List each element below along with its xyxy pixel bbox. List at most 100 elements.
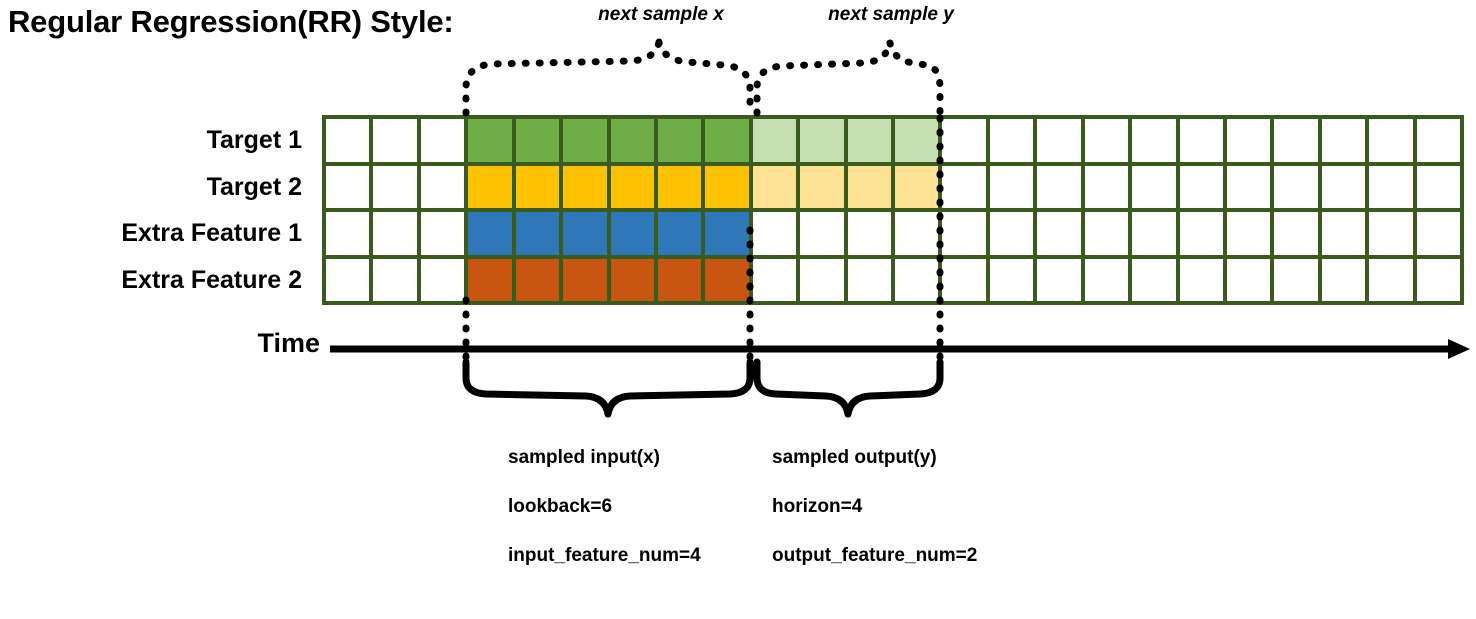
grid-cell-r1-c10 [752, 119, 797, 162]
grid-cell-r2-c16 [1037, 165, 1081, 208]
dotted-brace-y-left [753, 39, 894, 117]
grid-cell-r4-c13 [895, 258, 939, 301]
dotted-brace-x-left [462, 38, 663, 117]
grid-cell-r3-c4 [468, 212, 512, 255]
grid-cell-r1-c9 [705, 119, 749, 162]
grid-cell-r2-c6 [563, 165, 607, 208]
brace-input-right [604, 358, 754, 418]
grid-cell-r1-c4 [468, 119, 512, 162]
grid-cell-r4-c2 [373, 258, 417, 301]
grid-cell-r3-c17 [1084, 212, 1129, 255]
grid-cell-r4-c9 [705, 258, 749, 301]
caption-sampled-output: sampled output(y) horizon=4 output_featu… [772, 421, 1042, 619]
grid-cell-r1-c23 [1369, 119, 1413, 162]
grid-cell-r4-c22 [1321, 258, 1366, 301]
grid-cell-r3-c23 [1369, 212, 1413, 255]
grid-cell-r1-c22 [1321, 119, 1366, 162]
grid-cell-r1-c18 [1132, 119, 1176, 162]
grid-cell-r1-c15 [989, 119, 1034, 162]
grid-cell-r1-c19 [1179, 119, 1223, 162]
grid-cell-r3-c5 [515, 212, 560, 255]
grid-cell-r2-c19 [1179, 165, 1223, 208]
brace-input-left [462, 358, 612, 418]
caption-sampled-input: sampled input(x) lookback=6 input_featur… [508, 421, 768, 594]
grid-cell-r3-c7 [610, 212, 654, 255]
row-label-target-1: Target 1 [206, 126, 302, 155]
grid-cell-r4-c12 [847, 258, 891, 301]
grid-cell-r2-c22 [1321, 165, 1366, 208]
grid-cell-r3-c15 [989, 212, 1034, 255]
grid-cell-r2-c12 [847, 165, 891, 208]
grid-cell-r2-c18 [1132, 165, 1176, 208]
caption-output-line2: horizon=4 [772, 496, 863, 518]
grid-cell-r1-c5 [515, 119, 560, 162]
grid-cell-r4-c16 [1037, 258, 1081, 301]
caption-output-line1: sampled output(y) [772, 446, 937, 468]
page-title: Regular Regression(RR) Style: [8, 4, 454, 39]
grid-cell-r2-c21 [1274, 165, 1318, 208]
grid-cell-r3-c22 [1321, 212, 1366, 255]
grid-cell-r1-c3 [420, 119, 465, 162]
grid-cell-r4-c24 [1416, 258, 1460, 301]
grid-cell-r3-c6 [563, 212, 607, 255]
row-label-target-2: Target 2 [206, 172, 302, 201]
grid-cell-r2-c23 [1369, 165, 1413, 208]
grid-cell-r4-c21 [1274, 258, 1318, 301]
grid-cell-r4-c18 [1132, 258, 1176, 301]
caption-input-line3: input_feature_num=4 [508, 545, 701, 567]
grid-cell-r1-c7 [610, 119, 654, 162]
grid-cell-r3-c2 [373, 212, 417, 255]
caption-input-line2: lookback=6 [508, 496, 613, 518]
grid-cell-r2-c9 [705, 165, 749, 208]
time-axis-label: Time [257, 328, 320, 358]
grid-cell-r3-c11 [800, 212, 844, 255]
grid-cell-r3-c18 [1132, 212, 1176, 255]
grid-cell-r3-c3 [420, 212, 465, 255]
grid-cell-r4-c1 [326, 258, 370, 301]
grid-cell-r1-c14 [942, 119, 986, 162]
grid-cell-r2-c4 [468, 165, 512, 208]
grid-cell-r4-c7 [610, 258, 654, 301]
grid-cell-r1-c20 [1226, 119, 1271, 162]
grid-cell-r4-c15 [989, 258, 1034, 301]
grid-cell-r2-c7 [610, 165, 654, 208]
grid-cell-r2-c17 [1084, 165, 1129, 208]
grid-cell-r4-c5 [515, 258, 560, 301]
grid-cell-r3-c12 [847, 212, 891, 255]
grid-cell-r2-c5 [515, 165, 560, 208]
grid-cell-r2-c2 [373, 165, 417, 208]
brace-output-left [753, 358, 852, 418]
grid-cell-r2-c3 [420, 165, 465, 208]
grid-cell-r4-c11 [800, 258, 844, 301]
grid-cell-r4-c8 [657, 258, 702, 301]
grid-cell-r2-c24 [1416, 165, 1460, 208]
grid-cell-r4-c6 [563, 258, 607, 301]
dotted-brace-y-right [886, 39, 944, 117]
grid-cell-r4-c14 [942, 258, 986, 301]
timeseries-grid [322, 115, 1464, 305]
grid-cell-r3-c19 [1179, 212, 1223, 255]
brace-output-right [844, 358, 944, 418]
grid-cell-r3-c21 [1274, 212, 1318, 255]
label-next-sample-y: next sample y [828, 4, 954, 25]
grid-cell-r2-c11 [800, 165, 844, 208]
diagram-canvas: Regular Regression(RR) Style: next sampl… [0, 4, 1470, 566]
grid-cell-r1-c21 [1274, 119, 1318, 162]
grid-cell-r3-c16 [1037, 212, 1081, 255]
grid-cell-r4-c17 [1084, 258, 1129, 301]
grid-cell-r1-c24 [1416, 119, 1460, 162]
grid-cell-r3-c1 [326, 212, 370, 255]
grid-cell-r3-c9 [705, 212, 749, 255]
grid-cell-r1-c17 [1084, 119, 1129, 162]
grid-cell-r4-c4 [468, 258, 512, 301]
grid-cell-r2-c8 [657, 165, 702, 208]
grid-cell-r1-c6 [563, 119, 607, 162]
grid-cell-r2-c14 [942, 165, 986, 208]
grid-cell-r2-c15 [989, 165, 1034, 208]
grid-cell-r4-c23 [1369, 258, 1413, 301]
grid-cell-r3-c14 [942, 212, 986, 255]
grid-cell-r3-c13 [895, 212, 939, 255]
grid-cell-r4-c19 [1179, 258, 1223, 301]
grid-cell-r4-c20 [1226, 258, 1271, 301]
